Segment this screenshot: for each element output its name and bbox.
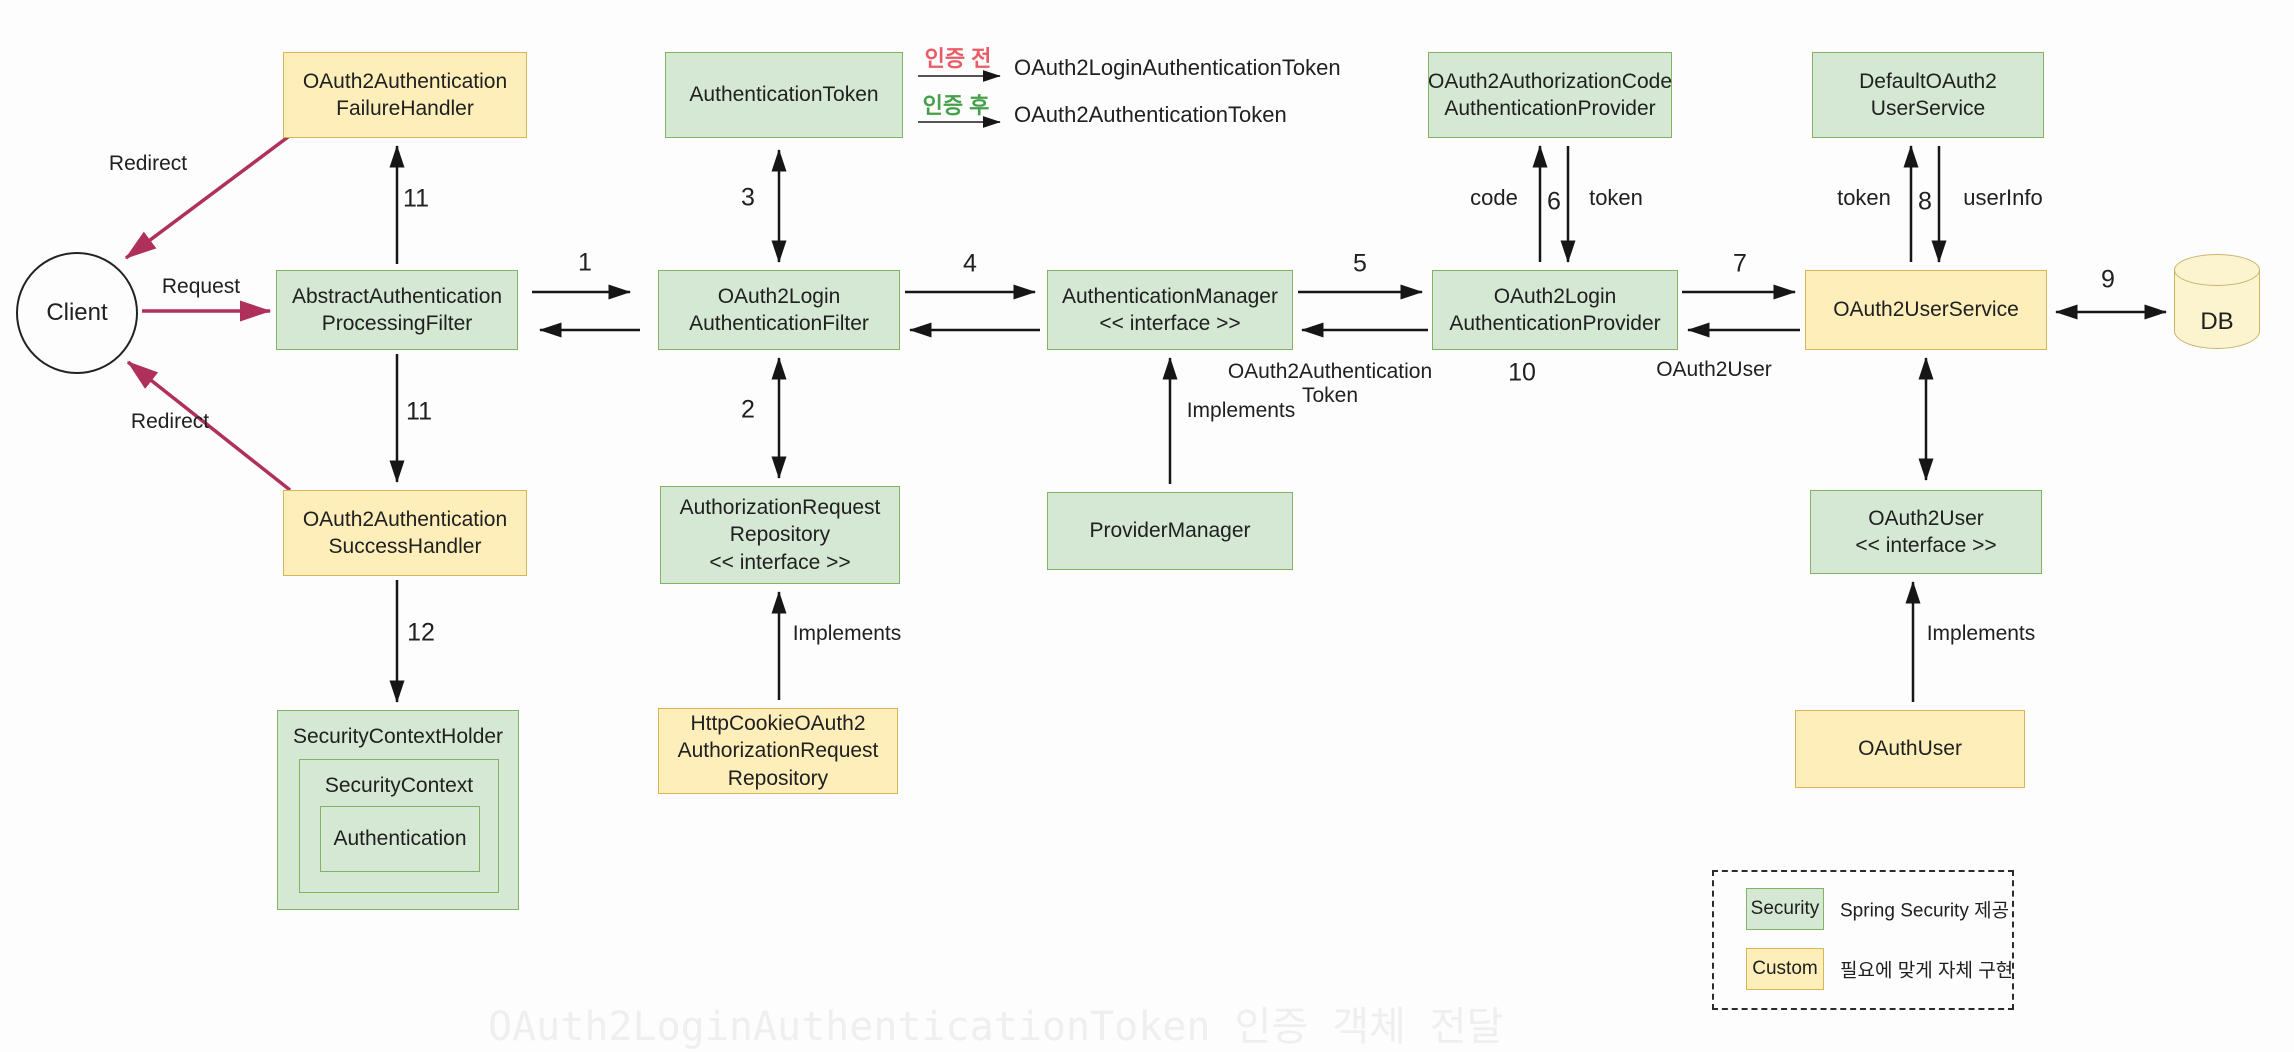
box-oauth2-login-authentication-provider: OAuth2Login AuthenticationProvider [1432,270,1678,350]
before-auth-token-label: OAuth2LoginAuthenticationToken [1014,55,1341,80]
arrow-redirect-failure [124,132,294,260]
after-auth-token-label: OAuth2AuthenticationToken [1014,102,1287,127]
security-context-holder-label: SecurityContextHolder [292,725,504,748]
userinfo-label: userInfo [1963,185,2043,210]
box-label: AuthenticationToken [689,83,879,107]
after-auth-label: 인증 후 [922,93,990,118]
box-authentication-token: AuthenticationToken [665,52,903,138]
box-label: OAuth2Authentication SuccessHandler [302,507,508,558]
before-auth-label: 인증 전 [924,46,992,71]
box-label: OAuth2User << interface >> [1855,506,1997,557]
box-label: HttpCookieOAuth2 AuthorizationRequest Re… [677,712,879,790]
step-number-12: 12 [407,618,435,647]
box-label: OAuthUser [1858,737,1962,761]
security-context-label: SecurityContext [324,774,474,797]
redirect-label-top: Redirect [108,152,188,175]
step-number-9: 9 [2101,265,2115,294]
step-number-4: 4 [963,249,977,278]
box-label: AbstractAuthentication ProcessingFilter [291,284,503,335]
box-http-cookie-oauth2-authorization-request-repository: HttpCookieOAuth2 AuthorizationRequest Re… [658,708,898,794]
box-label: OAuth2UserService [1833,298,2019,322]
token-label-provider: token [1589,185,1643,210]
box-label: DefaultOAuth2 UserService [1859,69,1997,120]
box-default-oauth2-user-service: DefaultOAuth2 UserService [1812,52,2044,138]
legend-custom-chip: Custom [1746,948,1824,990]
return-user-label: OAuth2User [1656,358,1772,381]
box-oauth2-user-service: OAuth2UserService [1805,270,2047,350]
box-label: OAuth2Login AuthenticationProvider [1449,284,1661,335]
code-label: code [1470,185,1518,210]
box-label: AuthenticationManager << interface >> [1062,284,1278,335]
request-label: Request [161,275,241,298]
step-number-10: 10 [1508,358,1536,387]
step-number-11a: 11 [403,184,429,213]
box-provider-manager: ProviderManager [1047,492,1293,570]
box-oauth2-authentication-success-handler: OAuth2Authentication SuccessHandler [283,490,527,576]
step-number-8: 8 [1918,187,1932,216]
box-oauth2-authentication-failure-handler: OAuth2Authentication FailureHandler [283,52,527,138]
redirect-label-bottom: Redirect [130,410,210,433]
box-oauth2-user: OAuth2User << interface >> [1810,490,2042,574]
box-label: OAuth2AuthorizationCode AuthenticationPr… [1428,69,1672,120]
implements-label-cookie-repo: Implements [792,622,902,645]
box-authentication-manager: AuthenticationManager << interface >> [1047,270,1293,350]
box-security-context-holder: SecurityContextHolder SecurityContext Au… [277,710,519,910]
db-cylinder-top [2174,254,2260,286]
box-oauth2-authorization-code-authentication-provider: OAuth2AuthorizationCode AuthenticationPr… [1428,52,1672,138]
step-number-7: 7 [1733,249,1747,278]
box-abstract-authentication-processing-filter: AbstractAuthentication ProcessingFilter [276,270,518,350]
implements-label-oauth-user: Implements [1926,622,2036,645]
step-number-2: 2 [741,395,755,424]
box-label: OAuth2Login AuthenticationFilter [689,284,869,335]
box-label: AuthorizationRequest Repository << inter… [679,496,881,574]
step-number-1: 1 [578,248,592,277]
box-security-context: SecurityContext Authentication [299,759,499,893]
db-label: DB [2200,308,2234,335]
step-number-5: 5 [1353,249,1367,278]
authentication-label: Authentication [333,827,467,851]
legend-box [1712,870,2014,1010]
legend-security-chip-label: Security [1750,898,1820,919]
return-token-label: OAuth2Authentication Token [1227,360,1433,407]
arrow-redirect-success [126,360,292,492]
client-label: Client [46,299,108,326]
step-number-11b: 11 [406,397,432,426]
box-authentication: Authentication [320,806,480,872]
box-oauth-user: OAuthUser [1795,710,2025,788]
box-oauth2-login-authentication-filter: OAuth2Login AuthenticationFilter [658,270,900,350]
token-label-userservice: token [1837,185,1891,210]
legend-security-text: Spring Security 제공 [1840,900,2010,922]
legend-security-chip: Security [1746,888,1824,930]
legend-custom-chip-label: Custom [1752,958,1818,979]
client-node: Client [16,252,138,374]
box-label: ProviderManager [1089,519,1251,543]
box-label: OAuth2Authentication FailureHandler [302,69,508,120]
implements-label-provider-manager: Implements [1186,399,1296,422]
box-authorization-request-repository: AuthorizationRequest Repository << inter… [660,486,900,584]
step-number-3: 3 [741,183,755,212]
legend-custom-text: 필요에 맞게 자체 구현 [1840,960,2014,982]
step-number-6: 6 [1547,187,1561,216]
